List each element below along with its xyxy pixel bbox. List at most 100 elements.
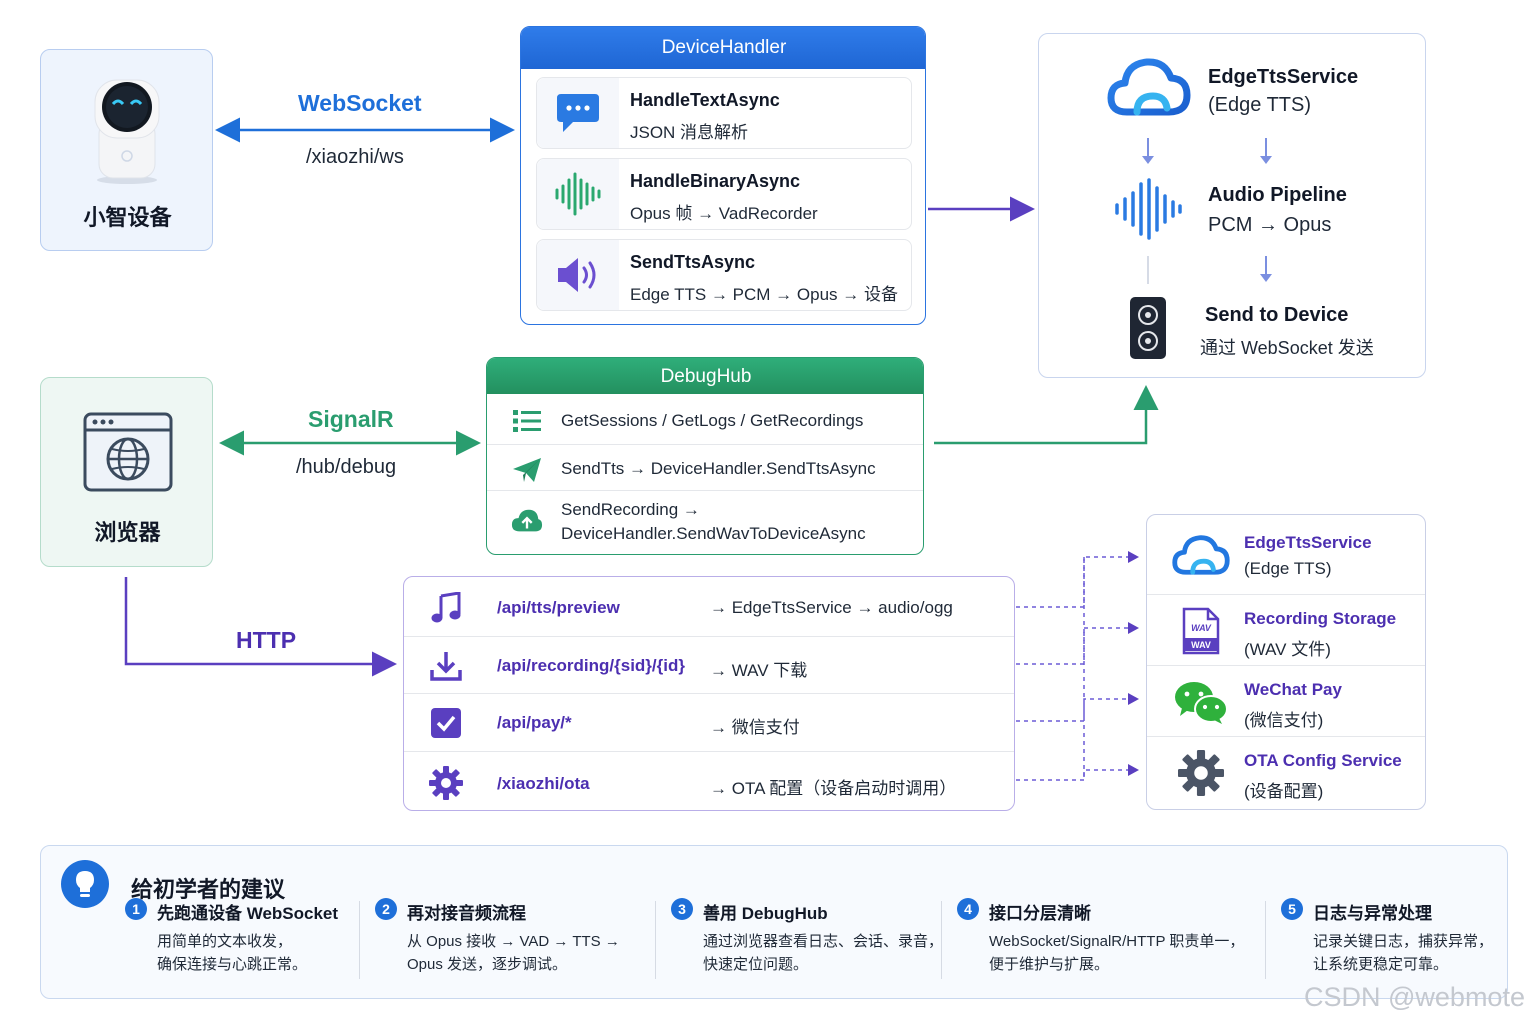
http-routes-panel: /api/tts/preview → EdgeTtsService → audi… xyxy=(403,576,1015,811)
service-desc: (Edge TTS) xyxy=(1244,559,1332,578)
tip-desc: 用简单的文本收发，确保连接与心跳正常。 xyxy=(157,933,308,973)
hub-item-text: DeviceHandler.SendWavToDeviceAsync xyxy=(561,524,866,543)
checkbox-icon xyxy=(431,708,461,738)
chat-bubble-icon xyxy=(557,94,599,132)
handler-item-desc: Opus 帧 → VadRecorder xyxy=(630,204,818,223)
tip-divider xyxy=(359,901,360,979)
tts-pipeline-panel: EdgeTtsService (Edge TTS) Audio Pipeline… xyxy=(1038,33,1426,378)
pipeline-step-sub: (Edge TTS) xyxy=(1208,94,1311,116)
websocket-path-label: /xiaozhi/ws xyxy=(306,146,404,168)
browser-globe-icon xyxy=(83,412,173,492)
gear-icon xyxy=(1178,750,1224,796)
tips-title: 给初学者的建议 xyxy=(131,877,286,902)
service-name: OTA Config Service xyxy=(1244,751,1402,770)
device-handler-header: DeviceHandler xyxy=(521,27,925,69)
service-desc: (微信支付) xyxy=(1244,711,1324,730)
route-path: /xiaozhi/ota xyxy=(497,774,590,793)
signalr-label: SignalR xyxy=(308,406,394,432)
svg-text:WAV: WAV xyxy=(1191,623,1212,633)
tip-divider xyxy=(1265,901,1266,979)
browser-node: 浏览器 xyxy=(40,377,213,567)
music-note-icon xyxy=(431,592,461,623)
route-path: /api/recording/{sid}/{id} xyxy=(497,656,685,675)
service-desc: (设备配置) xyxy=(1244,782,1324,801)
hub-item-text: GetSessions / GetLogs / GetRecordings xyxy=(561,411,864,430)
tip-title: 先跑通设备 WebSocket xyxy=(157,904,339,923)
hub-item-text: SendTts → DeviceHandler.SendTtsAsync xyxy=(561,459,876,478)
lightbulb-icon xyxy=(61,860,109,908)
cloud-icon xyxy=(1107,56,1191,118)
cloud-icon xyxy=(1172,535,1230,575)
route-path: /api/pay/* xyxy=(497,713,572,732)
handler-item-sendtts: SendTtsAsync Edge TTS → PCM → Opus → 设备 xyxy=(536,239,912,311)
device-handler-title: DeviceHandler xyxy=(661,37,787,58)
download-icon xyxy=(430,652,462,681)
tip-desc: WebSocket/SignalR/HTTP 职责单一，便于维护与扩展。 xyxy=(989,933,1245,973)
service-item: EdgeTtsService (Edge TTS) xyxy=(1147,519,1425,590)
robot-device-icon xyxy=(93,76,161,186)
route-target: → EdgeTtsService → audio/ogg xyxy=(710,598,953,617)
tip-number: 5 xyxy=(1281,898,1303,920)
handler-item-desc: JSON 消息解析 xyxy=(630,123,749,142)
tip-number: 4 xyxy=(957,898,979,920)
service-name: EdgeTtsService xyxy=(1244,533,1372,552)
service-desc: (WAV 文件) xyxy=(1244,640,1331,659)
tip-desc: 通过浏览器查看日志、会话、录音，快速定位问题。 xyxy=(703,933,944,973)
tip-desc: 记录关键日志，捕获异常，让系统更稳定可靠。 xyxy=(1313,933,1494,973)
debug-hub-panel: DebugHub GetSessions / GetLogs / GetReco… xyxy=(486,357,924,555)
browser-label: 浏览器 xyxy=(94,520,161,545)
speaker-icon xyxy=(558,258,596,292)
http-label: HTTP xyxy=(236,627,297,653)
tip-desc: 从 Opus 接收 → VAD → TTS →Opus 发送，逐步调试。 xyxy=(407,933,620,973)
route-row: /api/tts/preview → EdgeTtsService → audi… xyxy=(404,579,1014,637)
tip-divider xyxy=(655,901,656,979)
route-target: → WAV 下载 xyxy=(710,661,808,680)
paper-plane-icon xyxy=(513,458,541,482)
pipeline-step-title: Audio Pipeline xyxy=(1208,184,1347,206)
service-item: WeChat Pay (微信支付) xyxy=(1147,665,1425,736)
waveform-icon xyxy=(555,172,601,216)
route-target: → 微信支付 xyxy=(710,718,800,737)
pipeline-step-sub: PCM → Opus xyxy=(1208,214,1332,236)
debug-hub-header: DebugHub xyxy=(487,358,923,394)
handler-item-text: HandleTextAsync JSON 消息解析 xyxy=(536,77,912,149)
tip-title: 善用 DebugHub xyxy=(703,904,828,923)
tip-title: 日志与异常处理 xyxy=(1313,904,1432,923)
route-to-service-dashes xyxy=(1016,556,1134,781)
hub-item: SendTts → DeviceHandler.SendTtsAsync xyxy=(487,444,923,490)
handler-item-desc: Edge TTS → PCM → Opus → 设备 xyxy=(630,285,898,304)
service-name: Recording Storage xyxy=(1244,609,1397,628)
cloud-upload-icon xyxy=(511,509,543,532)
handler-item-name: SendTtsAsync xyxy=(630,252,756,272)
route-row: /api/recording/{sid}/{id} → WAV 下载 xyxy=(404,636,1014,694)
device-node: 小智设备 xyxy=(40,49,213,251)
route-row: /xiaozhi/ota → OTA 配置（设备启动时调用） xyxy=(404,751,1014,810)
pipeline-step-sub: 通过 WebSocket 发送 xyxy=(1200,338,1374,358)
handler-item-name: HandleBinaryAsync xyxy=(630,171,801,191)
signalr-path-label: /hub/debug xyxy=(296,456,397,478)
hub-item-text: SendRecording → xyxy=(561,500,700,519)
tip-divider xyxy=(941,901,942,979)
speaker-device-icon xyxy=(1129,296,1167,360)
debug-hub-title: DebugHub xyxy=(660,366,752,387)
device-label: 小智设备 xyxy=(83,205,172,230)
service-name: WeChat Pay xyxy=(1244,680,1342,699)
tip-number: 3 xyxy=(671,898,693,920)
tip-number: 1 xyxy=(125,898,147,920)
beginner-tips-panel: 给初学者的建议 1 先跑通设备 WebSocket 用简单的文本收发，确保连接与… xyxy=(40,845,1508,999)
route-row: /api/pay/* → 微信支付 xyxy=(404,693,1014,751)
pipeline-down-arrows xyxy=(1142,138,1272,284)
watermark: CSDN @webmote xyxy=(1304,982,1525,1012)
gear-icon xyxy=(429,766,463,800)
tip-title: 再对接音频流程 xyxy=(407,904,526,923)
service-item: OTA Config Service (设备配置) xyxy=(1147,736,1425,809)
hub-item: GetSessions / GetLogs / GetRecordings xyxy=(487,396,923,444)
handler-item-name: HandleTextAsync xyxy=(630,90,780,110)
waveform-icon xyxy=(1113,178,1183,240)
tip-number: 2 xyxy=(375,898,397,920)
tip-title: 接口分层清晰 xyxy=(989,904,1091,923)
hub-item: SendRecording → DeviceHandler.SendWavToD… xyxy=(487,490,923,554)
